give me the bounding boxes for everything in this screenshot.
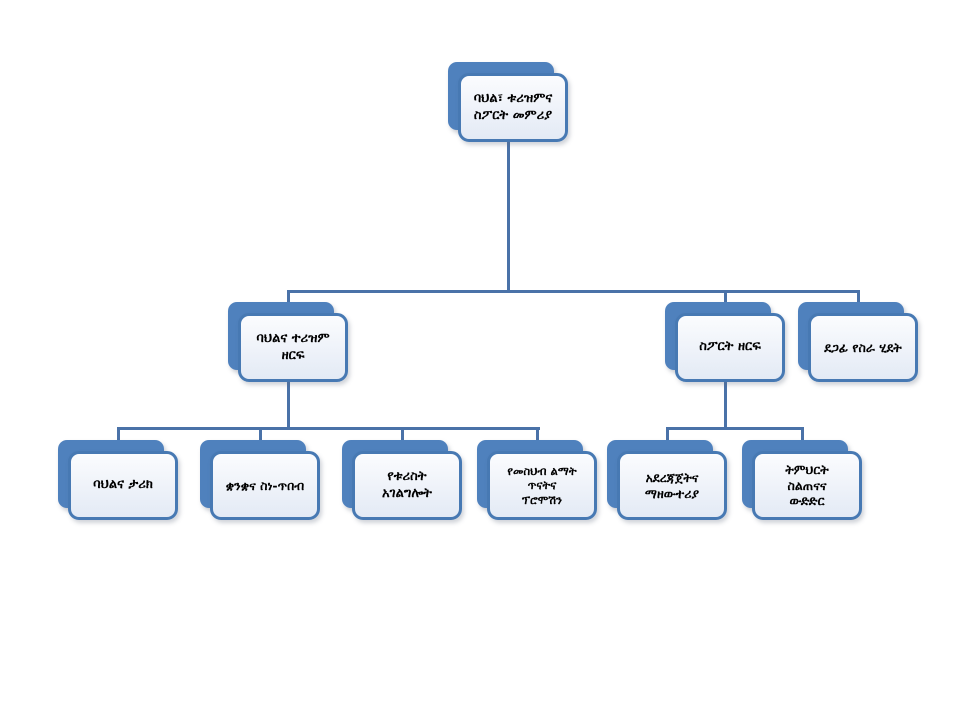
node-label: ስፖርት ዘርፍ [699, 339, 761, 355]
connector-stub-tourist-services [401, 427, 404, 442]
connector-stub-culture-tourism [287, 290, 290, 304]
node-box: ባህል፣ ቱሪዝምና ስፖርት መምሪያ [458, 73, 568, 142]
node-box: ባህልና ታሪክ [68, 451, 178, 520]
org-node-root: ባህል፣ ቱሪዝምና ስፖርት መምሪያ [448, 62, 568, 142]
node-box: ደጋፊ የስራ ሂደት [808, 313, 918, 382]
node-label: ባህልና ተሪዝም ዘርፍ [256, 331, 330, 363]
connector-sport-vertical [724, 382, 727, 429]
node-box: የቱሪስት አገልግሎት [352, 451, 462, 520]
node-label: አደረጃጀትና ማዘውተሪያ [644, 469, 700, 501]
connector-level3-right-horizontal [666, 427, 804, 430]
org-node-culture-tourism-sector: ባህልና ተሪዝም ዘርፍ [228, 302, 348, 382]
node-box: አደረጃጀትና ማዘውተሪያ [617, 451, 727, 520]
connector-level2-horizontal [287, 290, 860, 293]
node-label: ቋንቋና ስነ-ጥበብ [225, 477, 305, 493]
connector-stub-culture-history [117, 427, 120, 442]
node-label: ባህል፣ ቱሪዝምና ስፖርት መምሪያ [473, 91, 553, 123]
connector-level3-left-horizontal [117, 427, 540, 430]
node-box: ትምህርት ስልጠናና ውድድር [752, 451, 862, 520]
org-node-language-fine-arts: ቋንቋና ስነ-ጥበብ [200, 440, 320, 520]
org-node-education-training-competition: ትምህርት ስልጠናና ውድድር [742, 440, 862, 520]
org-node-support-work-process: ደጋፊ የስራ ሂደት [798, 302, 918, 382]
node-label: የመስህብ ልማት ጥናትና ፕሮሞሽን [507, 463, 577, 507]
org-node-culture-history: ባህልና ታሪክ [58, 440, 178, 520]
org-node-organization-recreation: አደረጃጀትና ማዘውተሪያ [607, 440, 727, 520]
connector-stub-sport [724, 290, 727, 304]
connector-stub-organization [666, 427, 669, 442]
node-box: ቋንቋና ስነ-ጥበብ [210, 451, 320, 520]
node-label: የቱሪስት አገልግሎት [382, 469, 432, 501]
node-label: ደጋፊ የስራ ሂደት [824, 339, 902, 355]
connector-stub-education [801, 427, 804, 442]
node-label: ትምህርት ስልጠናና ውድድር [785, 462, 829, 509]
node-box: ስፖርት ዘርፍ [675, 313, 785, 382]
org-node-attraction-dev-promotion: የመስህብ ልማት ጥናትና ፕሮሞሽን [477, 440, 597, 520]
connector-stub-support [857, 290, 860, 304]
node-label: ባህልና ታሪክ [93, 477, 153, 493]
connector-root-vertical [507, 142, 510, 292]
connector-culture-tourism-vertical [287, 382, 290, 429]
node-box: ባህልና ተሪዝም ዘርፍ [238, 313, 348, 382]
connector-stub-language-arts [259, 427, 262, 442]
org-node-sport-sector: ስፖርት ዘርፍ [665, 302, 785, 382]
org-node-tourist-services: የቱሪስት አገልግሎት [342, 440, 462, 520]
connector-stub-attraction-dev [536, 427, 539, 442]
node-box: የመስህብ ልማት ጥናትና ፕሮሞሽን [487, 451, 597, 520]
